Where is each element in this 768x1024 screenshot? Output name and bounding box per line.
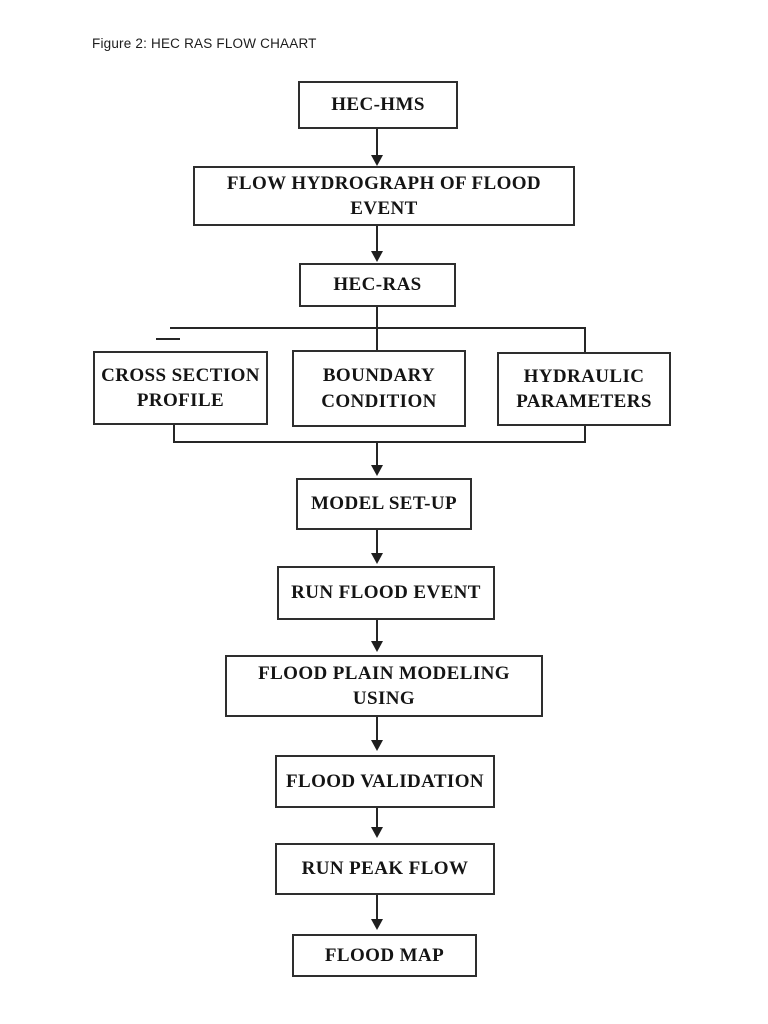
node-model-set-up: MODEL SET-UP: [296, 478, 472, 530]
node-flood-map: FLOOD MAP: [292, 934, 477, 977]
figure-caption: Figure 2: HEC RAS FLOW CHAART: [92, 36, 317, 51]
node-label: RUN FLOOD EVENT: [291, 582, 481, 604]
connector-line: [376, 441, 378, 466]
connector-dash: [156, 338, 180, 340]
connector-line: [376, 895, 378, 920]
connector-line: [173, 441, 586, 443]
node-label: FLOOD MAP: [324, 944, 445, 966]
connector-line: [376, 530, 378, 554]
node-label: FLOOD VALIDATION: [285, 770, 485, 792]
arrowhead-icon: [371, 641, 383, 652]
node-hec-hms: HEC-HMS: [298, 81, 458, 129]
arrowhead-icon: [371, 740, 383, 751]
connector-line: [584, 426, 586, 443]
node-label: BOUNDARY CONDITION: [321, 365, 437, 412]
connector-line: [376, 620, 378, 642]
node-label: MODEL SET-UP: [310, 493, 458, 515]
connector-line: [376, 808, 378, 829]
arrowhead-icon: [371, 251, 383, 262]
connector-line: [170, 327, 586, 329]
node-label: HEC-HMS: [331, 94, 425, 116]
node-boundary-condition: BOUNDARY CONDITION: [292, 350, 466, 427]
arrowhead-icon: [371, 827, 383, 838]
arrowhead-icon: [371, 553, 383, 564]
node-label: FLOW HYDROGRAPH OF FLOOD EVENT: [226, 172, 542, 219]
arrowhead-icon: [371, 465, 383, 476]
node-label: HYDRAULIC PARAMETERS: [516, 365, 652, 412]
connector-line: [376, 226, 378, 252]
node-label: CROSS SECTION PROFILE: [101, 364, 260, 411]
connector-line: [376, 129, 378, 156]
arrowhead-icon: [371, 919, 383, 930]
connector-line: [584, 327, 586, 352]
node-label: HEC-RAS: [333, 274, 422, 296]
node-flood-plain-modeling: FLOOD PLAIN MODELING USING: [225, 655, 543, 717]
arrowhead-icon: [371, 155, 383, 166]
node-hydraulic-parameters: HYDRAULIC PARAMETERS: [497, 352, 671, 426]
node-run-peak-flow: RUN PEAK FLOW: [275, 843, 495, 895]
node-cross-section-profile: CROSS SECTION PROFILE: [93, 351, 268, 425]
connector-line: [376, 717, 378, 741]
node-label: RUN PEAK FLOW: [301, 858, 469, 880]
node-flow-hydrograph: FLOW HYDROGRAPH OF FLOOD EVENT: [193, 166, 575, 226]
node-run-flood-event: RUN FLOOD EVENT: [277, 566, 495, 620]
node-flood-validation: FLOOD VALIDATION: [275, 755, 495, 808]
connector-line: [173, 425, 175, 443]
node-label: FLOOD PLAIN MODELING USING: [258, 662, 510, 709]
node-hec-ras: HEC-RAS: [299, 263, 456, 307]
